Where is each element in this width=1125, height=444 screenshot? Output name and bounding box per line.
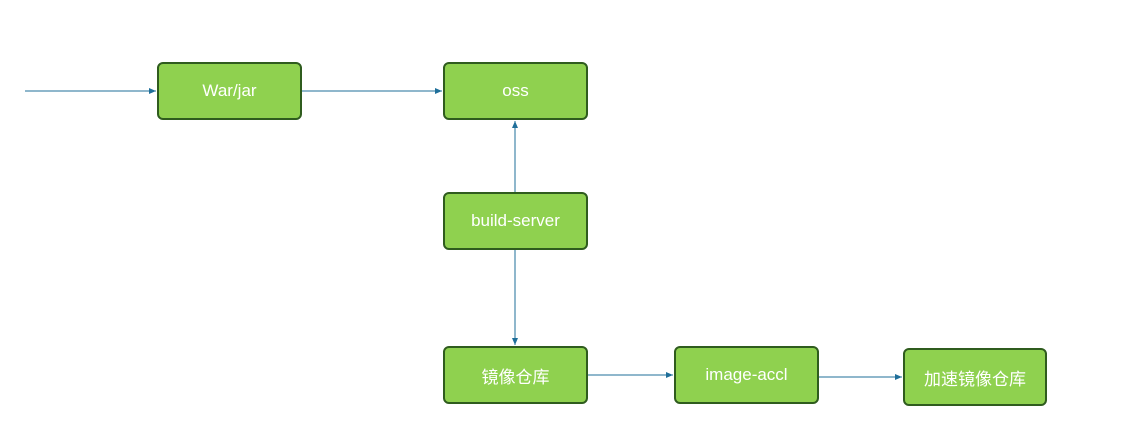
node-accelerated-repo[interactable]: 加速镜像仓库	[903, 348, 1047, 406]
node-war-jar[interactable]: War/jar	[157, 62, 302, 120]
node-image-accl-label: image-accl	[705, 365, 788, 384]
node-build-server[interactable]: build-server	[443, 192, 588, 250]
node-oss[interactable]: oss	[443, 62, 588, 120]
node-image-repo-label: 镜像仓库	[481, 367, 550, 387]
node-build-server-label: build-server	[471, 211, 560, 230]
node-image-accl[interactable]: image-accl	[674, 346, 819, 404]
node-war-jar-label: War/jar	[202, 81, 257, 100]
node-oss-label: oss	[502, 81, 529, 100]
node-accelerated-repo-label: 加速镜像仓库	[924, 369, 1026, 389]
node-image-repo[interactable]: 镜像仓库	[443, 346, 588, 404]
